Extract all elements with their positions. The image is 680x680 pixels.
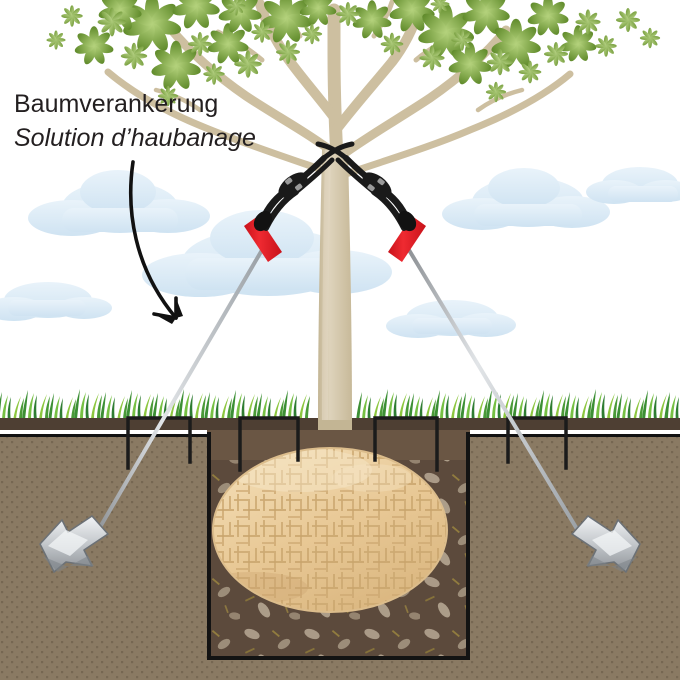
- ground-anchor-right: [571, 515, 641, 573]
- guy-cable-right: [407, 248, 582, 536]
- strap-knot-right: [397, 210, 417, 232]
- cloud-group: [0, 167, 680, 338]
- cloud: [442, 168, 610, 230]
- tensioner-left: [244, 216, 282, 262]
- strap-knot-left: [253, 210, 273, 232]
- label-french: Solution d’haubanage: [14, 124, 256, 152]
- cable-clamp-right: [362, 172, 392, 198]
- cloud: [28, 170, 210, 236]
- ground-anchor-left: [39, 515, 109, 573]
- soil-staples: [126, 416, 568, 472]
- ground-layers: [0, 389, 680, 680]
- annotation-arrow-icon: [128, 160, 183, 324]
- annotation-group: Baumverankerung Solution d’haubanage: [14, 90, 256, 324]
- tensioner-right: [388, 216, 426, 262]
- label-german: Baumverankerung: [14, 90, 218, 118]
- cable-clamp-left: [278, 172, 308, 198]
- guying-system: [39, 141, 641, 573]
- tree-trunk: [318, 150, 352, 470]
- cloud: [0, 282, 112, 321]
- guy-cable-left: [94, 248, 264, 536]
- cloud: [586, 167, 680, 204]
